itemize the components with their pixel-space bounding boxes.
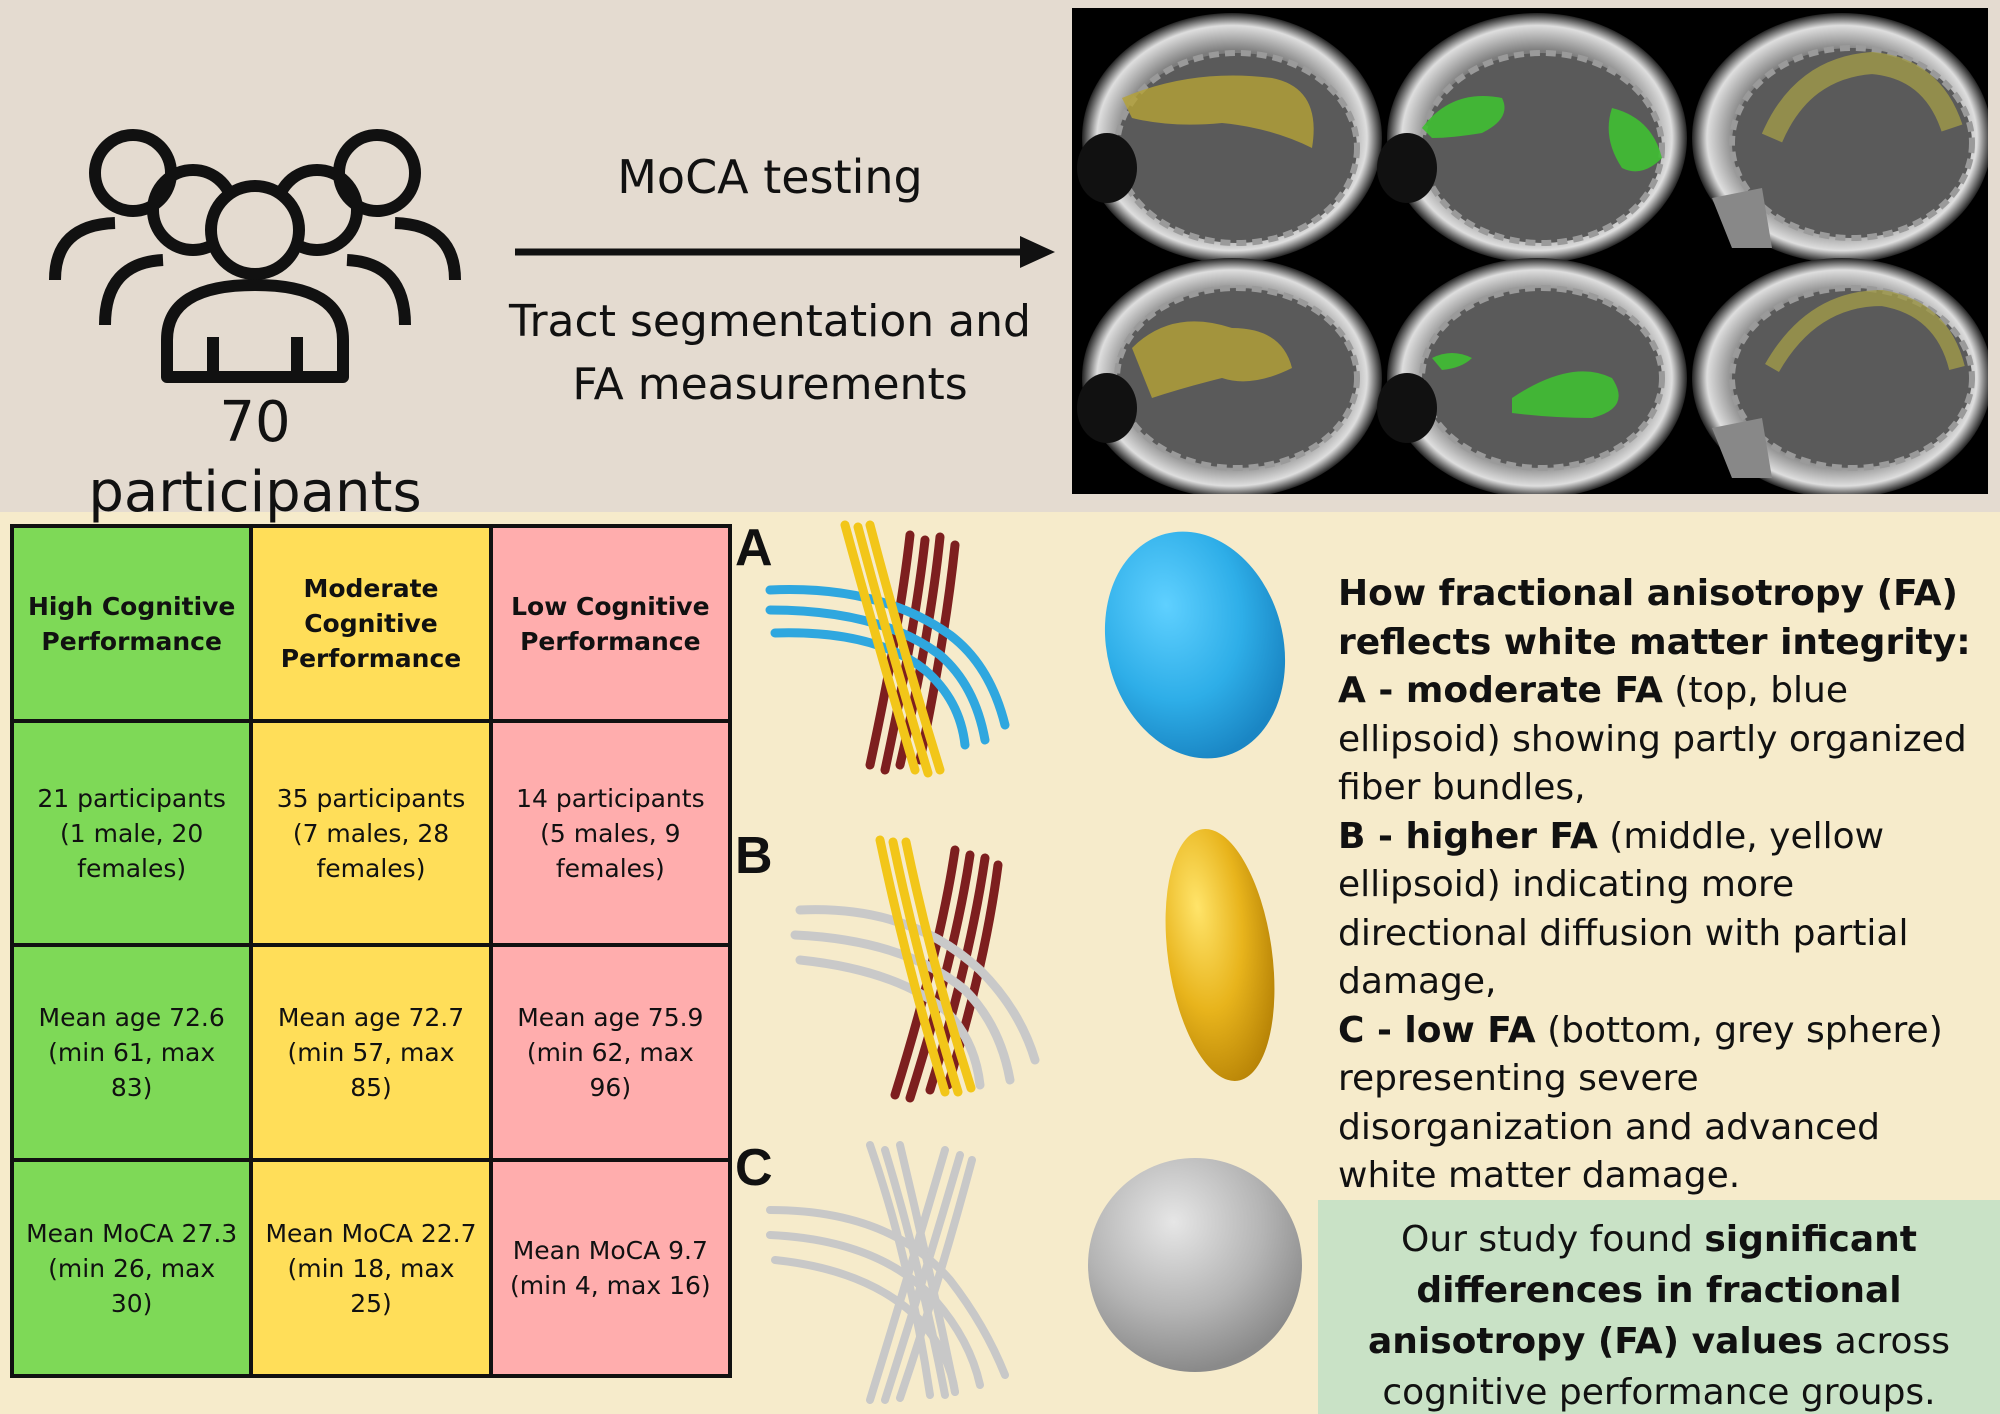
table-row: Mean age 72.6 (min 61, max 83) Mean age …	[9, 942, 733, 1163]
study-finding-box: Our study found significant differences …	[1318, 1200, 2000, 1414]
table-cell: Mean MoCA 27.3 (min 26, max 30)	[9, 1158, 254, 1378]
finding-text: Our study found significant differences …	[1338, 1214, 1980, 1414]
mri-slice-1	[1077, 13, 1382, 263]
mri-slice-6	[1692, 258, 1988, 494]
table-cell: 35 participants (7 males, 28 females)	[249, 719, 493, 947]
people-group-icon	[49, 129, 461, 383]
study-overview-band: 70 participants MoCA testing Tract segme…	[0, 0, 2000, 525]
cognitive-groups-table: High Cognitive Performance Moderate Cogn…	[9, 523, 733, 1378]
mri-slice-3	[1692, 13, 1988, 263]
participants-count: 70 participants	[88, 390, 422, 525]
fa-c-label: C - low FA	[1338, 1009, 1536, 1051]
yellow-ellipsoid	[1165, 829, 1275, 1081]
explanation-heading: How fractional anisotropy (FA) reflects …	[1338, 573, 1971, 663]
process-arrow	[515, 236, 1055, 268]
mri-tract-images	[1072, 8, 1988, 494]
fa-a-text: (top, blue ellipsoid) showing partly org…	[1338, 670, 1967, 808]
fiber-bundle-a	[765, 520, 1010, 778]
table-cell: 14 participants (5 males, 9 females)	[488, 719, 733, 947]
grey-sphere	[1088, 1158, 1302, 1372]
table-cell: 21 participants (1 male, 20 females)	[9, 719, 254, 947]
finding-pre: Our study found	[1401, 1219, 1705, 1260]
panel-label-a: A	[735, 519, 773, 577]
header-high: High Cognitive Performance	[9, 523, 254, 724]
fa-explanation: How fractional anisotropy (FA) reflects …	[1338, 570, 1978, 1201]
moca-testing-label: MoCA testing	[617, 150, 923, 204]
fiber-bundle-c	[766, 1141, 1009, 1404]
finding-bold: significant differences in fractional an…	[1367, 1219, 1917, 1362]
table-cell: Mean age 75.9 (min 62, max 96)	[488, 942, 733, 1163]
blue-ellipsoid	[1104, 531, 1286, 759]
table-cell: Mean age 72.7 (min 57, max 85)	[249, 942, 493, 1163]
table-cell: Mean MoCA 9.7 (min 4, max 16)	[488, 1158, 733, 1378]
tract-segmentation-label: Tract segmentation and FA measurements	[509, 296, 1031, 410]
fa-a-label: A - moderate FA	[1338, 670, 1663, 711]
header-moderate: Moderate Cognitive Performance	[249, 523, 493, 724]
table-header-row: High Cognitive Performance Moderate Cogn…	[9, 523, 733, 724]
fa-b-text: (middle, yellow ellipsoid) indicating mo…	[1338, 815, 1909, 1003]
panel-label-b: B	[735, 827, 773, 885]
table-cell: Mean age 72.6 (min 61, max 83)	[9, 942, 254, 1163]
mri-slice-2	[1377, 13, 1687, 263]
finding-post: across cognitive performance groups.	[1382, 1321, 1951, 1413]
fa-b-label: B - higher FA	[1338, 815, 1598, 857]
table-row: 21 participants (1 male, 20 females) 35 …	[9, 719, 733, 947]
mri-slice-4	[1077, 258, 1382, 494]
table-row: Mean MoCA 27.3 (min 26, max 30) Mean MoC…	[9, 1158, 733, 1378]
mri-slice-5	[1377, 258, 1687, 494]
table-cell: Mean MoCA 22.7 (min 18, max 25)	[249, 1158, 493, 1378]
fiber-bundle-b	[790, 835, 1040, 1103]
fa-c-text: (bottom, grey sphere) representing sever…	[1338, 1009, 1943, 1197]
header-low: Low Cognitive Performance	[488, 523, 733, 724]
panel-label-c: C	[735, 1139, 773, 1197]
